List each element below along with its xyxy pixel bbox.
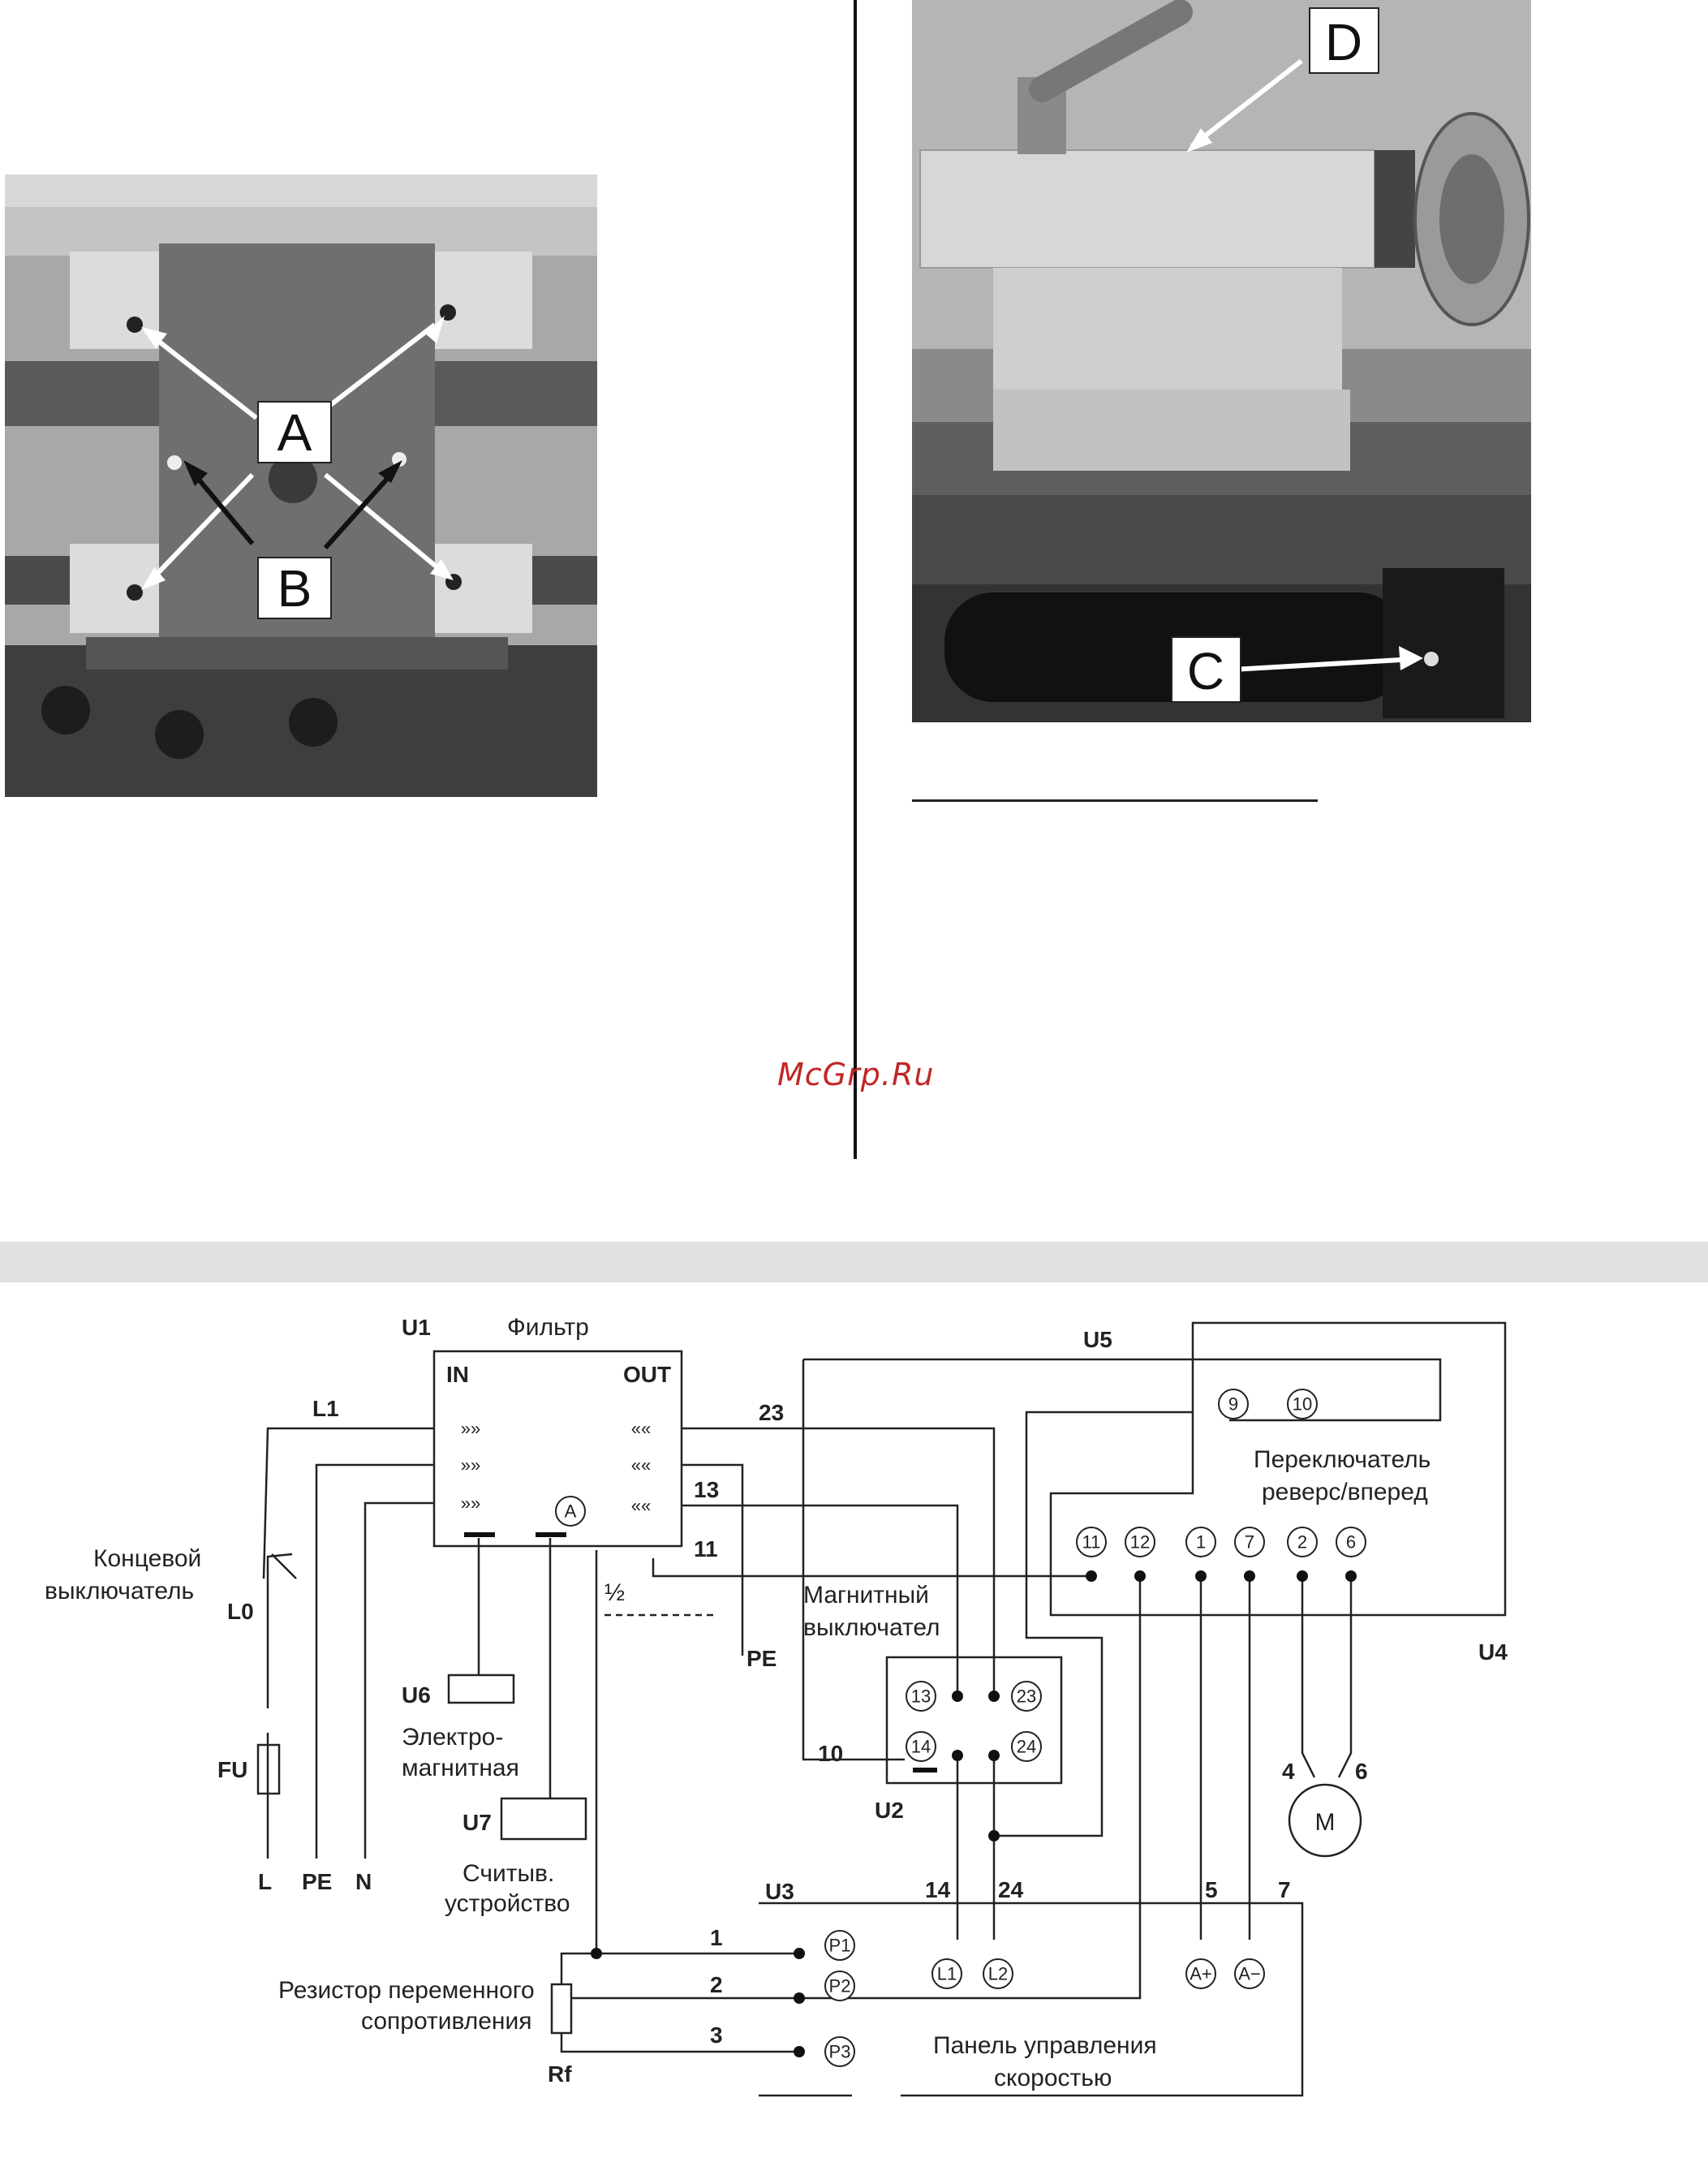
reader-line2: устройство [445,1890,570,1917]
mag-terminal-14: 14 [911,1737,931,1757]
filter-in-label: IN [446,1362,469,1387]
panel-terminal-p2: P2 [829,1976,851,1996]
pe-wire-label: PE [746,1646,777,1671]
svg-text:««: «« [631,1496,651,1516]
wire-11-label: 11 [694,1536,718,1561]
magnetic-switch-line2: выключател [803,1614,940,1641]
u4-terminal-2: 2 [1297,1532,1307,1553]
mag-terminal-23: 23 [1017,1686,1036,1707]
svg-text:»»: »» [461,1455,480,1475]
mag-terminal-13: 13 [911,1686,931,1707]
label-c: C [1187,642,1224,700]
u7-label: U7 [462,1810,492,1835]
caption-underline [912,799,1318,802]
wire-10-label: 10 [818,1741,843,1766]
u4-terminal-11: 11 [1082,1532,1101,1553]
panel-terminal-l2: L2 [988,1964,1008,1984]
wiring-diagram: »» »» »» «« «« «« U1 Фильтр IN OUT L1 23… [45,1314,1508,2097]
svg-text:««: «« [631,1455,651,1475]
reader-line1: Считыв. [462,1860,554,1887]
label-a: A [277,403,312,462]
rf-label: Rf [548,2061,572,2087]
terminal-9: 9 [1228,1394,1238,1415]
wire-7-label: 7 [1278,1877,1291,1902]
wire-23-label: 23 [759,1400,784,1425]
label-b: B [277,559,312,618]
photo-carriage-screws: A B [5,174,597,797]
l-label: L [258,1869,272,1894]
speed-panel-line1: Панель управления [933,2032,1157,2059]
label-d: D [1325,13,1362,71]
panel-terminal-l1: L1 [937,1964,957,1984]
panel-terminal-a-plus: A+ [1190,1964,1212,1984]
terminal-10: 10 [1293,1394,1312,1415]
pe-label: PE [302,1869,332,1894]
wire-5-label: 5 [1205,1877,1218,1902]
filter-label: Фильтр [507,1314,589,1341]
svg-text:««: «« [631,1419,651,1439]
wire-4-label: 4 [1282,1759,1295,1784]
column-divider [854,0,857,1159]
photo-tailstock: D C [912,0,1531,722]
reverse-switch-line2: реверс/вперед [1262,1479,1428,1505]
u5-label: U5 [1083,1327,1112,1352]
u4-label: U4 [1478,1639,1508,1665]
speed-panel-line2: скоростью [994,2065,1112,2091]
mag-terminal-24: 24 [1017,1737,1036,1757]
electromagnetic-line2: магнитная [402,1755,519,1781]
wire-6-label: 6 [1355,1759,1368,1784]
wire-3-label: 3 [710,2022,723,2048]
half-label: ½ [604,1579,625,1606]
u4-terminal-1: 1 [1196,1532,1206,1553]
limit-switch-line2: выключатель [45,1578,194,1605]
wire-2-label: 2 [710,1972,723,1997]
u4-terminal-6: 6 [1346,1532,1356,1553]
u1-label: U1 [402,1315,431,1340]
a-terminal: A [565,1501,577,1522]
l1-wire-label: L1 [312,1396,339,1421]
limit-switch-line1: Концевой [93,1545,201,1572]
fu-label: FU [217,1757,247,1782]
svg-text:»»: »» [461,1419,480,1439]
section-band [0,1242,1708,1282]
svg-text:»»: »» [461,1493,480,1514]
resistor-line2: сопротивления [361,2008,531,2035]
panel-terminal-a-minus: A− [1238,1964,1261,1984]
n-label: N [355,1869,372,1894]
u3-label: U3 [765,1879,794,1904]
magnetic-switch-line1: Магнитный [803,1582,929,1609]
u4-terminal-7: 7 [1245,1532,1254,1553]
u6-label: U6 [402,1682,431,1708]
reverse-switch-line1: Переключатель [1254,1446,1431,1473]
watermark: McGrp.Ru [777,1057,935,1092]
electromagnetic-line1: Электро- [402,1724,503,1751]
wire-1-label: 1 [710,1925,723,1950]
wire-24-label: 24 [998,1877,1024,1902]
panel-terminal-p3: P3 [829,2042,851,2062]
resistor-line1: Резистор переменного [278,1977,535,2004]
wire-13-label: 13 [694,1477,719,1502]
motor-label: M [1315,1809,1336,1836]
u2-label: U2 [875,1798,904,1823]
u4-terminal-12: 12 [1130,1532,1150,1553]
wire-14-label: 14 [925,1877,951,1902]
l0-label: L0 [227,1599,254,1624]
filter-out-label: OUT [623,1362,671,1387]
panel-terminal-p1: P1 [829,1936,851,1956]
